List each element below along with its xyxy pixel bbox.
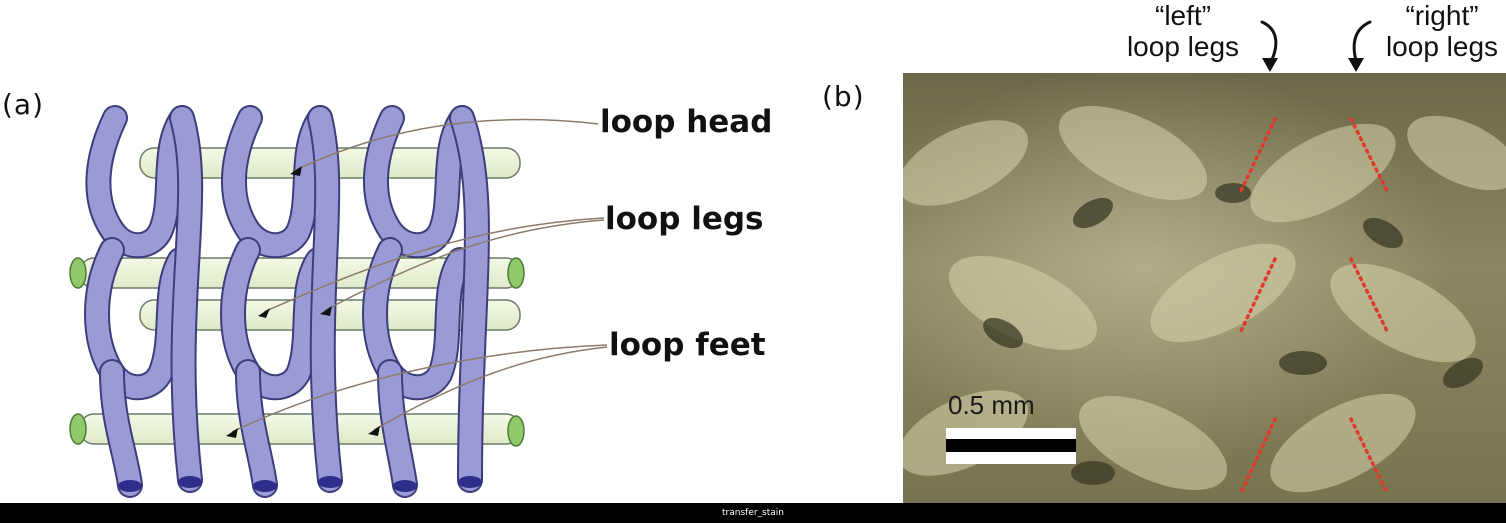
leg-4 [237, 361, 276, 496]
yarn-end-6 [458, 476, 482, 488]
yarn-loops [84, 105, 490, 498]
yarn-end-5 [393, 480, 417, 492]
loop-3 [223, 107, 331, 257]
leg-3 [309, 107, 341, 491]
left-legs-arrow [1260, 20, 1278, 66]
knit-loop-diagram [69, 105, 608, 498]
leader-loop-head [295, 118, 599, 171]
yarn-end-4 [318, 476, 342, 488]
leg-5 [451, 107, 488, 491]
top-arrows [1260, 20, 1372, 72]
leg-6 [379, 361, 416, 496]
loop-6 [364, 239, 471, 399]
yarn-end-2 [178, 476, 202, 488]
scale-bar [946, 428, 1076, 464]
side-cap-right-2 [507, 415, 525, 447]
callout-loop-feet: loop feet [609, 327, 766, 363]
footer-caption: transfer_stain [0, 503, 1506, 523]
panel-a-label: (a) [2, 88, 45, 121]
side-cap-left-2 [69, 413, 87, 445]
callout-loop-head: loop head [600, 104, 773, 140]
right-guide-1 [1349, 117, 1389, 193]
leader-loop-feet-1 [231, 344, 608, 433]
loop-5 [365, 107, 473, 257]
scale-bar-label: 0.5 mm [948, 390, 1035, 420]
side-cap-right-1 [507, 257, 525, 289]
leader-arrowheads [226, 166, 380, 438]
loop-2 [86, 239, 191, 399]
leader-loop-legs-1 [263, 217, 605, 313]
right-label-line1: “right” [1405, 0, 1479, 31]
loop-1 [87, 107, 193, 257]
left-arrowhead [1262, 58, 1278, 72]
leg-2 [101, 361, 141, 496]
left-label-line1: “left” [1155, 0, 1211, 31]
cross-yarn-row-4 [79, 413, 521, 445]
knit-micrograph [903, 73, 1506, 503]
callout-loop-legs: loop legs [605, 201, 764, 237]
left-loop-legs-label: “left” loop legs [1112, 0, 1254, 62]
panel-b-label: (b) [822, 80, 865, 113]
right-guide-2 [1349, 257, 1389, 333]
right-label-line2: loop legs [1385, 31, 1499, 62]
loop-4 [222, 239, 329, 399]
right-guide-3 [1349, 417, 1389, 495]
left-guide-2 [1239, 257, 1277, 333]
yarn-ends [118, 476, 482, 492]
yarn-end-1 [118, 480, 142, 492]
left-guide-1 [1239, 117, 1277, 193]
leg-1 [171, 107, 202, 491]
leader-loop-feet-2 [373, 346, 608, 431]
right-loop-legs-label: “right” loop legs [1372, 0, 1506, 62]
leader-loop-legs-2 [325, 219, 605, 311]
left-label-line2: loop legs [1126, 31, 1240, 62]
yarn-end-3 [253, 480, 277, 492]
guide-lines [1239, 117, 1389, 495]
right-legs-arrow [1352, 20, 1372, 66]
side-cap-left-1 [69, 257, 87, 289]
left-guide-3 [1239, 417, 1277, 495]
leader-lines [231, 118, 608, 433]
right-arrowhead [1348, 58, 1364, 72]
